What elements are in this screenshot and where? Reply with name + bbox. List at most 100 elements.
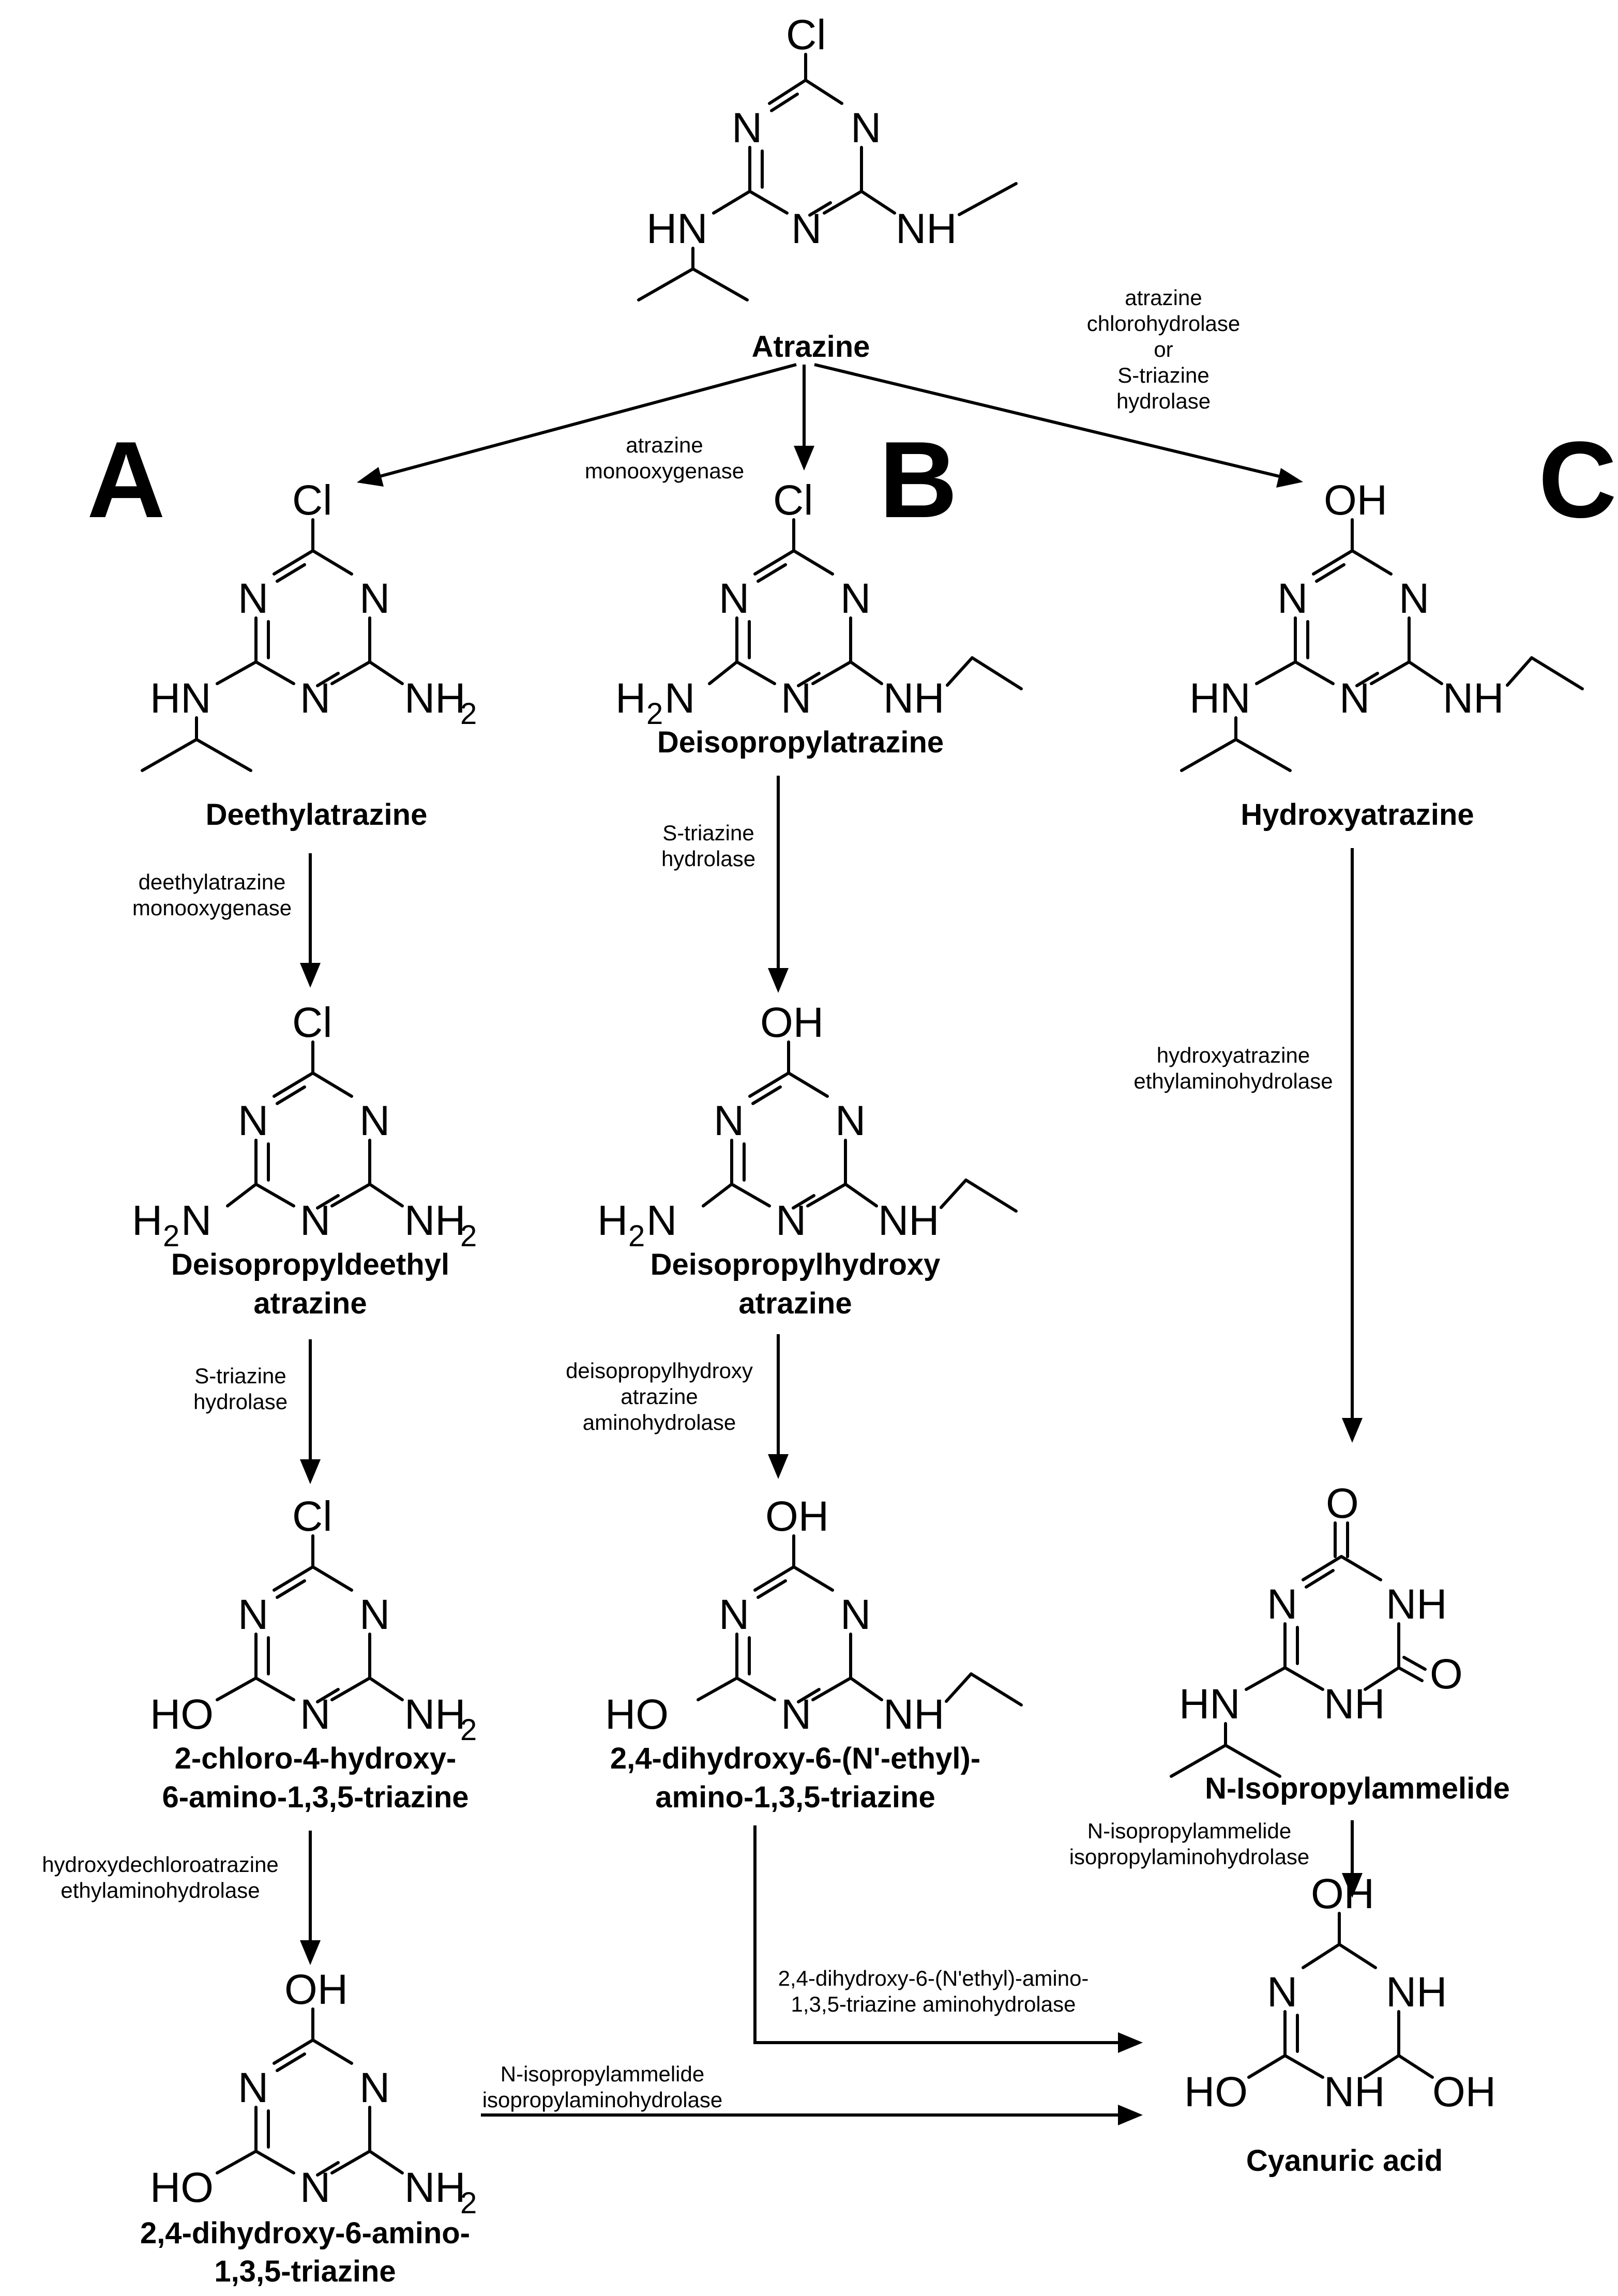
compound-name-atrazine: Atrazine	[752, 330, 870, 364]
deisopropylhydroxy-nh: NH	[878, 1197, 939, 1244]
deisopropyldeethyl-sub2b: 2	[460, 1219, 477, 1253]
deethylatrazine-n2: N	[359, 575, 390, 622]
arrowhead-ammelide-to-cyanuric	[1342, 1873, 1363, 1898]
hydroxyatrazine-hn: HN	[1189, 675, 1250, 722]
cyanuric-n: N	[1267, 1969, 1297, 2016]
atrazine-n1: N	[732, 104, 762, 152]
atrazine-nh: NH	[896, 205, 957, 252]
enzyme-dihydroxy-aminohydrolase-line2: 1,3,5-triazine aminohydrolase	[791, 1992, 1076, 2016]
dihydroxy-amino-n1: N	[238, 2064, 268, 2111]
deisopropylhydroxy-n-amine: N	[646, 1197, 677, 1244]
ammelide-o-right: O	[1430, 1651, 1463, 1698]
deisopropylhydroxy-n1: N	[714, 1097, 744, 1144]
reaction-arrows	[300, 363, 1363, 2125]
arrowhead-atrazine-to-deethylatrazine	[357, 467, 384, 487]
deisopropyldeethyl-n-amine: N	[181, 1197, 211, 1244]
arrowhead-atrazine-to-hydroxyatrazine	[1276, 468, 1303, 488]
structure-dihydroxy-ethylamino-triazine: OH N N N HO NH	[605, 1493, 1023, 1738]
arrowhead-hydroxyatrazine-to-ammelide	[1342, 1418, 1363, 1443]
compound-name-dihydroxy-amino-line2: 1,3,5-triazine	[214, 2255, 396, 2288]
enzyme-deisopropylhydroxy-aminohydrolase-line3: aminohydrolase	[583, 1410, 736, 1434]
deisopropyldeethyl-n3: N	[300, 1197, 330, 1244]
chloro-hydroxy-n1: N	[238, 1591, 268, 1638]
enzyme-labels: atrazine monooxygenase atrazine chlorohy…	[42, 285, 1333, 2112]
cyanuric-oh-top: OH	[1311, 1870, 1374, 1917]
dihydroxy-amino-ho: HO	[150, 2164, 214, 2211]
compound-name-hydroxyatrazine: Hydroxyatrazine	[1241, 798, 1474, 832]
dihydroxy-amino-n3: N	[300, 2164, 330, 2211]
deethylatrazine-n3: N	[300, 675, 330, 722]
enzyme-chlorohydrolase-line3: or	[1154, 337, 1173, 361]
enzyme-chlorohydrolase-line2: chlorohydrolase	[1087, 311, 1241, 336]
dihydroxy-ethyl-n3: N	[781, 1691, 811, 1738]
deisopropylatrazine-h: H	[615, 675, 646, 722]
compound-name-deethylatrazine: Deethylatrazine	[206, 798, 428, 832]
dihydroxy-ethyl-oh: OH	[765, 1493, 829, 1540]
pathway-label-c: C	[1538, 419, 1617, 540]
dihydroxy-amino-n2: N	[359, 2064, 390, 2111]
enzyme-n-isopropylammelide-c-line2: isopropylaminohydrolase	[1069, 1845, 1310, 1869]
enzyme-deethylatrazine-monooxygenase-line2: monooxygenase	[132, 896, 292, 920]
arrow-dihydroxyethyl-to-cyanuric	[753, 1825, 1127, 2044]
cyanuric-nh-bottom: NH	[1324, 2068, 1385, 2116]
arrowhead-dihydroxyethyl-to-cyanuric	[1118, 2032, 1143, 2053]
compound-name-n-isopropylammelide: N-Isopropylammelide	[1205, 1772, 1510, 1805]
compound-name-deisopropyldeethyl-line2: atrazine	[253, 1287, 367, 1320]
structure-dihydroxy-amino-triazine: OH N N N HO NH 2	[150, 1966, 477, 2220]
deisopropylatrazine-n-amine: N	[664, 675, 695, 722]
atrazine-hn: HN	[646, 205, 707, 252]
enzyme-striazine-a-line2: hydrolase	[193, 1389, 288, 1414]
enzyme-atrazine-monooxygenase-line2: monooxygenase	[585, 459, 744, 483]
arrowhead-deisopropyl-to-deisopropylhydroxy	[768, 968, 789, 993]
pathway-label-a: A	[87, 419, 165, 540]
compound-name-chloro-hydroxy-line2: 6-amino-1,3,5-triazine	[162, 1780, 468, 1814]
dihydroxy-amino-nh: NH	[404, 2164, 465, 2211]
arrowhead-deisopropyldeethyl-to-chlorohydroxy	[300, 1459, 321, 1484]
arrow-atrazine-to-hydroxyatrazine	[814, 363, 1288, 480]
enzyme-atrazine-monooxygenase-line1: atrazine	[626, 433, 703, 457]
hydroxyatrazine-n1: N	[1277, 575, 1308, 622]
arrow-atrazine-to-deethylatrazine	[372, 363, 797, 480]
ammelide-nh-bottom: NH	[1324, 1681, 1385, 1728]
compound-name-deisopropylhydroxy-line1: Deisopropylhydroxy	[651, 1248, 941, 1281]
compound-name-deisopropylatrazine: Deisopropylatrazine	[657, 726, 944, 759]
enzyme-hydroxyatrazine-ethylaminohydrolase-line1: hydroxyatrazine	[1157, 1043, 1310, 1067]
compound-name-dihydroxy-amino-line1: 2,4-dihydroxy-6-amino-	[140, 2216, 470, 2250]
enzyme-dihydroxy-aminohydrolase-line1: 2,4-dihydroxy-6-(N'ethyl)-amino-	[778, 1966, 1089, 1990]
enzyme-striazine-b-line1: S-triazine	[662, 821, 754, 845]
deisopropylhydroxy-h: H	[597, 1197, 628, 1244]
enzyme-n-isopropylammelide-c-line1: N-isopropylammelide	[1087, 1819, 1291, 1843]
ammelide-o-top: O	[1326, 1480, 1359, 1527]
cyanuric-nh-right: NH	[1386, 1969, 1447, 2016]
enzyme-striazine-a-line1: S-triazine	[194, 1364, 286, 1388]
deisopropylatrazine-n1: N	[719, 575, 749, 622]
dihydroxy-ethyl-n1: N	[719, 1591, 749, 1638]
hydroxyatrazine-n2: N	[1399, 575, 1429, 622]
arrowhead-atrazine-to-deisopropylatrazine	[794, 446, 814, 471]
deethylatrazine-cl: Cl	[292, 477, 332, 524]
compound-name-deisopropyldeethyl-line1: Deisopropyldeethyl	[171, 1248, 449, 1281]
chloro-hydroxy-nh: NH	[404, 1691, 465, 1738]
deisopropylatrazine-cl: Cl	[773, 477, 813, 524]
arrowhead-chlorohydroxy-to-dihydroxyamino	[300, 1940, 321, 1965]
atrazine-n3: N	[791, 205, 822, 252]
deisopropyldeethyl-h: H	[132, 1197, 162, 1244]
deisopropylatrazine-nh: NH	[883, 675, 944, 722]
arrowhead-deethyl-to-deisopropyldeethyl	[300, 963, 321, 988]
deisopropylhydroxy-n3: N	[776, 1197, 806, 1244]
hydroxyatrazine-oh: OH	[1324, 477, 1387, 524]
enzyme-chlorohydrolase-line1: atrazine	[1125, 285, 1202, 310]
deethylatrazine-nh: NH	[404, 675, 465, 722]
ammelide-nh-right: NH	[1386, 1581, 1447, 1628]
structure-deisopropyldeethylatrazine: Cl N N N H 2 N NH 2	[132, 999, 477, 1253]
hydroxyatrazine-nh: NH	[1443, 675, 1504, 722]
dihydroxy-ethyl-n2: N	[840, 1591, 871, 1638]
enzyme-deethylatrazine-monooxygenase-line1: deethylatrazine	[139, 870, 286, 894]
enzyme-chlorohydrolase-line4: S-triazine	[1117, 363, 1209, 387]
compound-name-cyanuric-acid: Cyanuric acid	[1246, 2144, 1443, 2178]
deisopropyldeethyl-sub2a: 2	[163, 1219, 179, 1253]
dihydroxy-ethyl-nh: NH	[883, 1691, 944, 1738]
ammelide-hn: HN	[1179, 1681, 1240, 1728]
deisopropyldeethyl-n1: N	[238, 1097, 268, 1144]
